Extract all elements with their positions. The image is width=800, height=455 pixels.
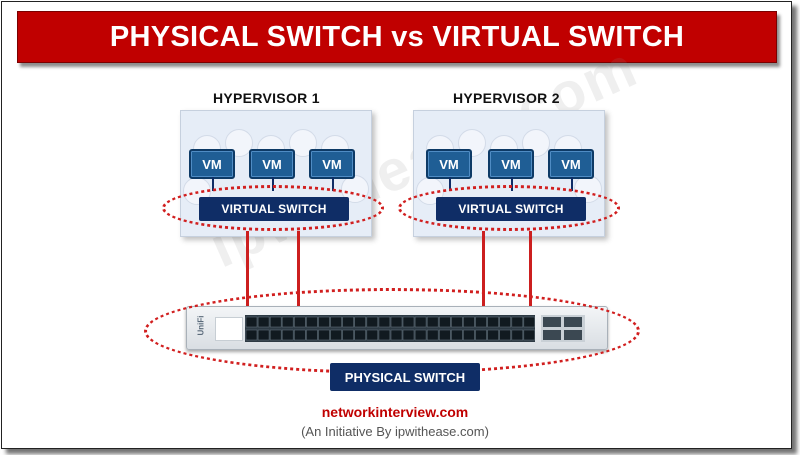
physical-switch-highlight xyxy=(144,288,640,374)
vm-link xyxy=(272,177,274,191)
virtual-switch-1-highlight xyxy=(162,185,384,231)
vm-link xyxy=(571,177,573,191)
footer-initiative: (An Initiative By ipwithease.com) xyxy=(301,424,489,439)
vm-2-1: VM xyxy=(426,149,472,179)
vm-1-3: VM xyxy=(309,149,355,179)
vm-link xyxy=(449,177,451,191)
physical-switch-label: PHYSICAL SWITCH xyxy=(330,363,480,391)
page-title: PHYSICAL SWITCH vs VIRTUAL SWITCH xyxy=(17,11,777,63)
uplink-line xyxy=(529,231,532,313)
vm-2-2: VM xyxy=(488,149,534,179)
vm-link xyxy=(212,177,214,191)
vm-1-1: VM xyxy=(189,149,235,179)
vm-2-3: VM xyxy=(548,149,594,179)
virtual-switch-2-highlight xyxy=(398,185,620,231)
uplink-line xyxy=(482,231,485,313)
uplink-line xyxy=(246,231,249,313)
footer-site[interactable]: networkinterview.com xyxy=(321,404,469,420)
uplink-line xyxy=(297,231,300,313)
vm-link xyxy=(332,177,334,191)
vm-1-2: VM xyxy=(249,149,295,179)
hypervisor-2-label: HYPERVISOR 2 xyxy=(453,90,560,106)
vm-link xyxy=(511,177,513,191)
hypervisor-1-label: HYPERVISOR 1 xyxy=(213,90,320,106)
